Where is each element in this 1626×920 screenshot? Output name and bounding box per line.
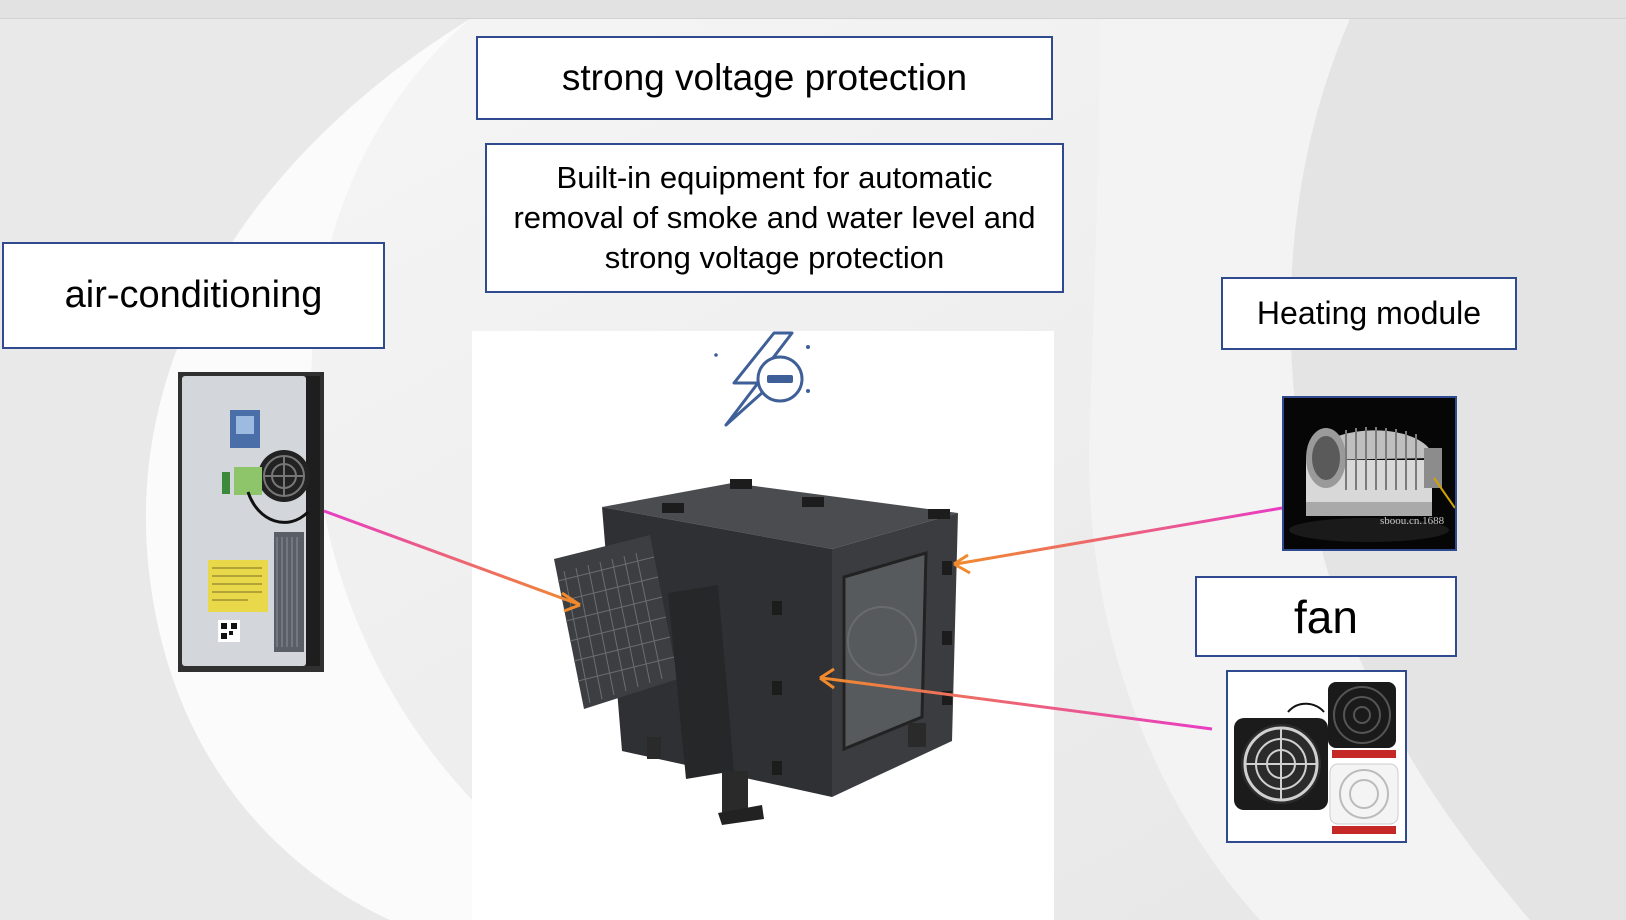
product-photo bbox=[472, 331, 1054, 920]
window-top-bar bbox=[0, 0, 1626, 19]
air-conditioner-photo bbox=[178, 372, 324, 672]
label-heating-module: Heating module bbox=[1221, 277, 1517, 350]
slide-canvas: strong voltage protection Built-in equip… bbox=[0, 19, 1626, 920]
heater-watermark-text: sboou.cn.1688 bbox=[1380, 515, 1445, 527]
label-air-conditioning: air-conditioning bbox=[2, 242, 385, 349]
lightning-voltage-icon bbox=[714, 331, 810, 427]
title-strong-voltage: strong voltage protection bbox=[476, 36, 1053, 120]
label-fan: fan bbox=[1195, 576, 1457, 657]
description-built-in-equipment: Built-in equipment for automatic removal… bbox=[485, 143, 1064, 293]
product-enclosure-drawing bbox=[472, 331, 1054, 920]
fan-photo bbox=[1226, 670, 1407, 843]
heating-module-photo: sboou.cn.1688 bbox=[1282, 396, 1457, 551]
